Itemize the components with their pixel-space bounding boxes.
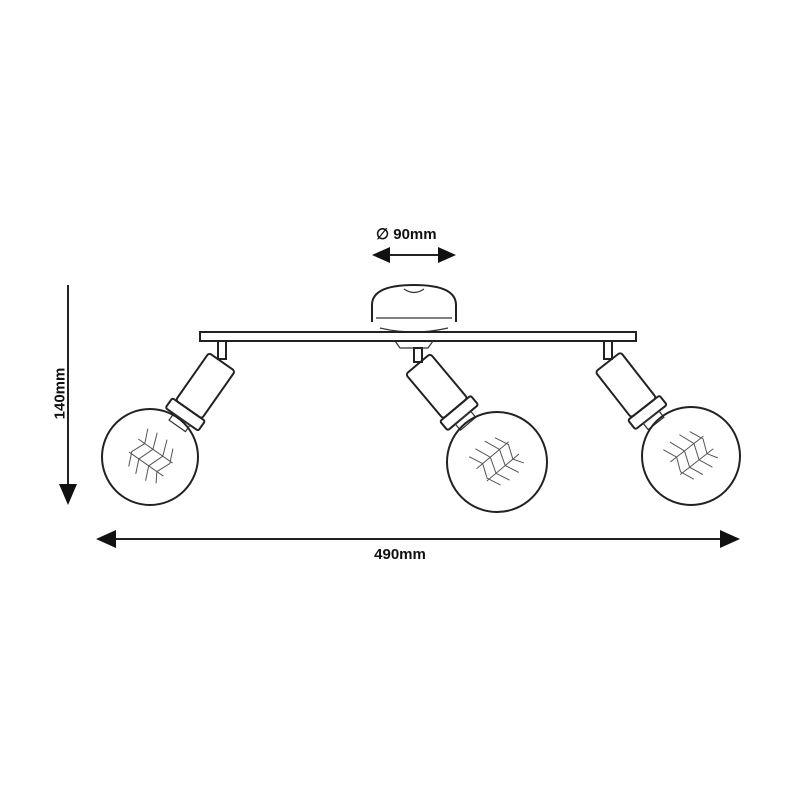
diameter-value: 90mm bbox=[393, 226, 437, 243]
diameter-symbol: ∅ bbox=[376, 226, 390, 243]
width-label: 490mm bbox=[374, 546, 426, 563]
height-label: 140mm bbox=[51, 367, 69, 420]
lamp-right bbox=[595, 340, 741, 506]
mounting-bar bbox=[199, 331, 637, 349]
height-arrow bbox=[59, 285, 77, 505]
lamp-left bbox=[101, 340, 235, 506]
ceiling-canopy bbox=[371, 283, 457, 333]
diameter-arrow bbox=[372, 247, 456, 263]
diameter-label: ∅ 90mm bbox=[376, 225, 437, 243]
width-arrow bbox=[96, 530, 740, 548]
lamp-center bbox=[405, 347, 548, 513]
